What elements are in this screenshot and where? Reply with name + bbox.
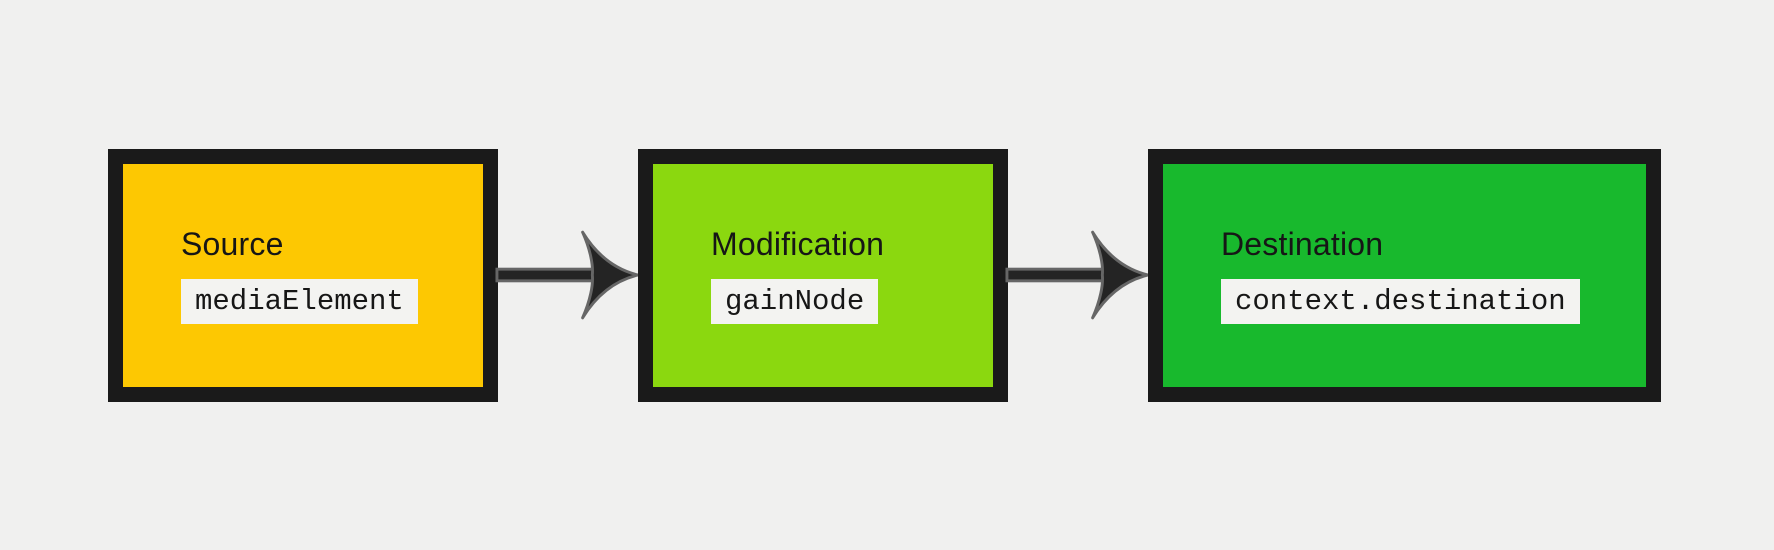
node-source-title: Source bbox=[181, 226, 284, 263]
node-modification: Modification gainNode bbox=[638, 148, 1008, 402]
node-source-code: mediaElement bbox=[181, 278, 418, 324]
node-modification-code: gainNode bbox=[711, 278, 879, 324]
right-arrow-icon bbox=[1005, 230, 1150, 320]
arrow-source-to-modification bbox=[495, 225, 640, 325]
arrow-modification-to-destination bbox=[1005, 225, 1150, 325]
node-destination: Destination context.destination bbox=[1148, 148, 1661, 402]
node-destination-code: context.destination bbox=[1221, 278, 1580, 324]
node-destination-title: Destination bbox=[1221, 226, 1384, 263]
node-source: Source mediaElement bbox=[108, 148, 498, 402]
right-arrow-icon bbox=[495, 230, 640, 320]
node-modification-title: Modification bbox=[711, 226, 885, 263]
